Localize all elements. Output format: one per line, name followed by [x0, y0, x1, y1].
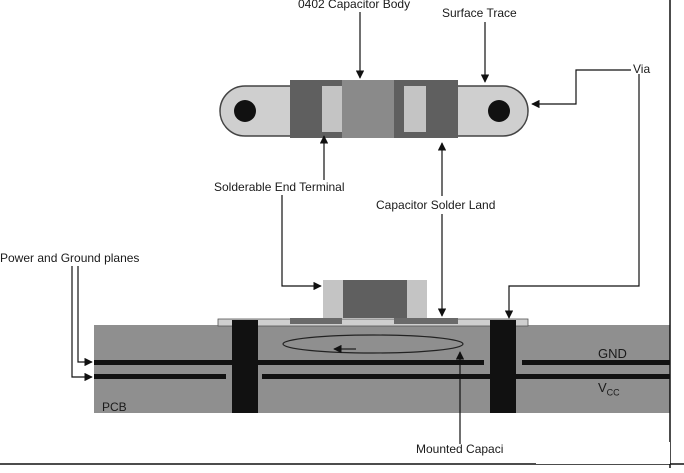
via-left-top	[234, 100, 256, 122]
current-loop	[282, 334, 464, 354]
label-capacitor-body: 0402 Capacitor Body	[298, 0, 411, 11]
solder-land-left	[290, 318, 342, 324]
pcb-board	[94, 325, 670, 413]
label-mounted-capacitor: Mounted Capaci	[416, 442, 504, 456]
leader-vcc-plane	[71, 266, 93, 382]
label-solderable-end-terminal: Solderable End Terminal	[214, 180, 345, 194]
label-gnd: GND	[598, 346, 627, 361]
vcc-plane	[94, 374, 670, 379]
label-power-ground-planes: Power and Ground planes	[0, 251, 140, 265]
label-vcc: VCC	[598, 381, 620, 400]
via-right-top	[488, 100, 510, 122]
via-left-section	[232, 320, 258, 413]
leader-lines	[71, 12, 640, 444]
solder-land-right	[394, 318, 458, 324]
label-via: Via	[633, 62, 651, 76]
leader-via-top	[531, 69, 631, 109]
label-pcb: PCB	[102, 400, 127, 414]
label-mask	[536, 442, 670, 464]
label-capacitor-solder-land: Capacitor Solder Land	[376, 198, 496, 212]
gnd-plane	[94, 360, 670, 365]
label-surface-trace: Surface Trace	[442, 6, 517, 20]
leader-via-section	[504, 74, 640, 319]
end-terminal-right	[404, 86, 426, 132]
leader-gnd-plane	[77, 266, 93, 367]
surface-trace-section	[217, 318, 529, 327]
label-vcc-main: V	[598, 380, 607, 395]
via-right-section	[490, 320, 516, 413]
end-terminal-left	[322, 86, 342, 132]
capacitor-body-center	[342, 80, 394, 138]
top-view	[219, 80, 529, 138]
cross-section	[94, 280, 670, 413]
mounted-capacitor-body	[343, 280, 407, 318]
label-vcc-sub: CC	[606, 387, 620, 398]
leader-end-terminal-section	[281, 195, 322, 291]
